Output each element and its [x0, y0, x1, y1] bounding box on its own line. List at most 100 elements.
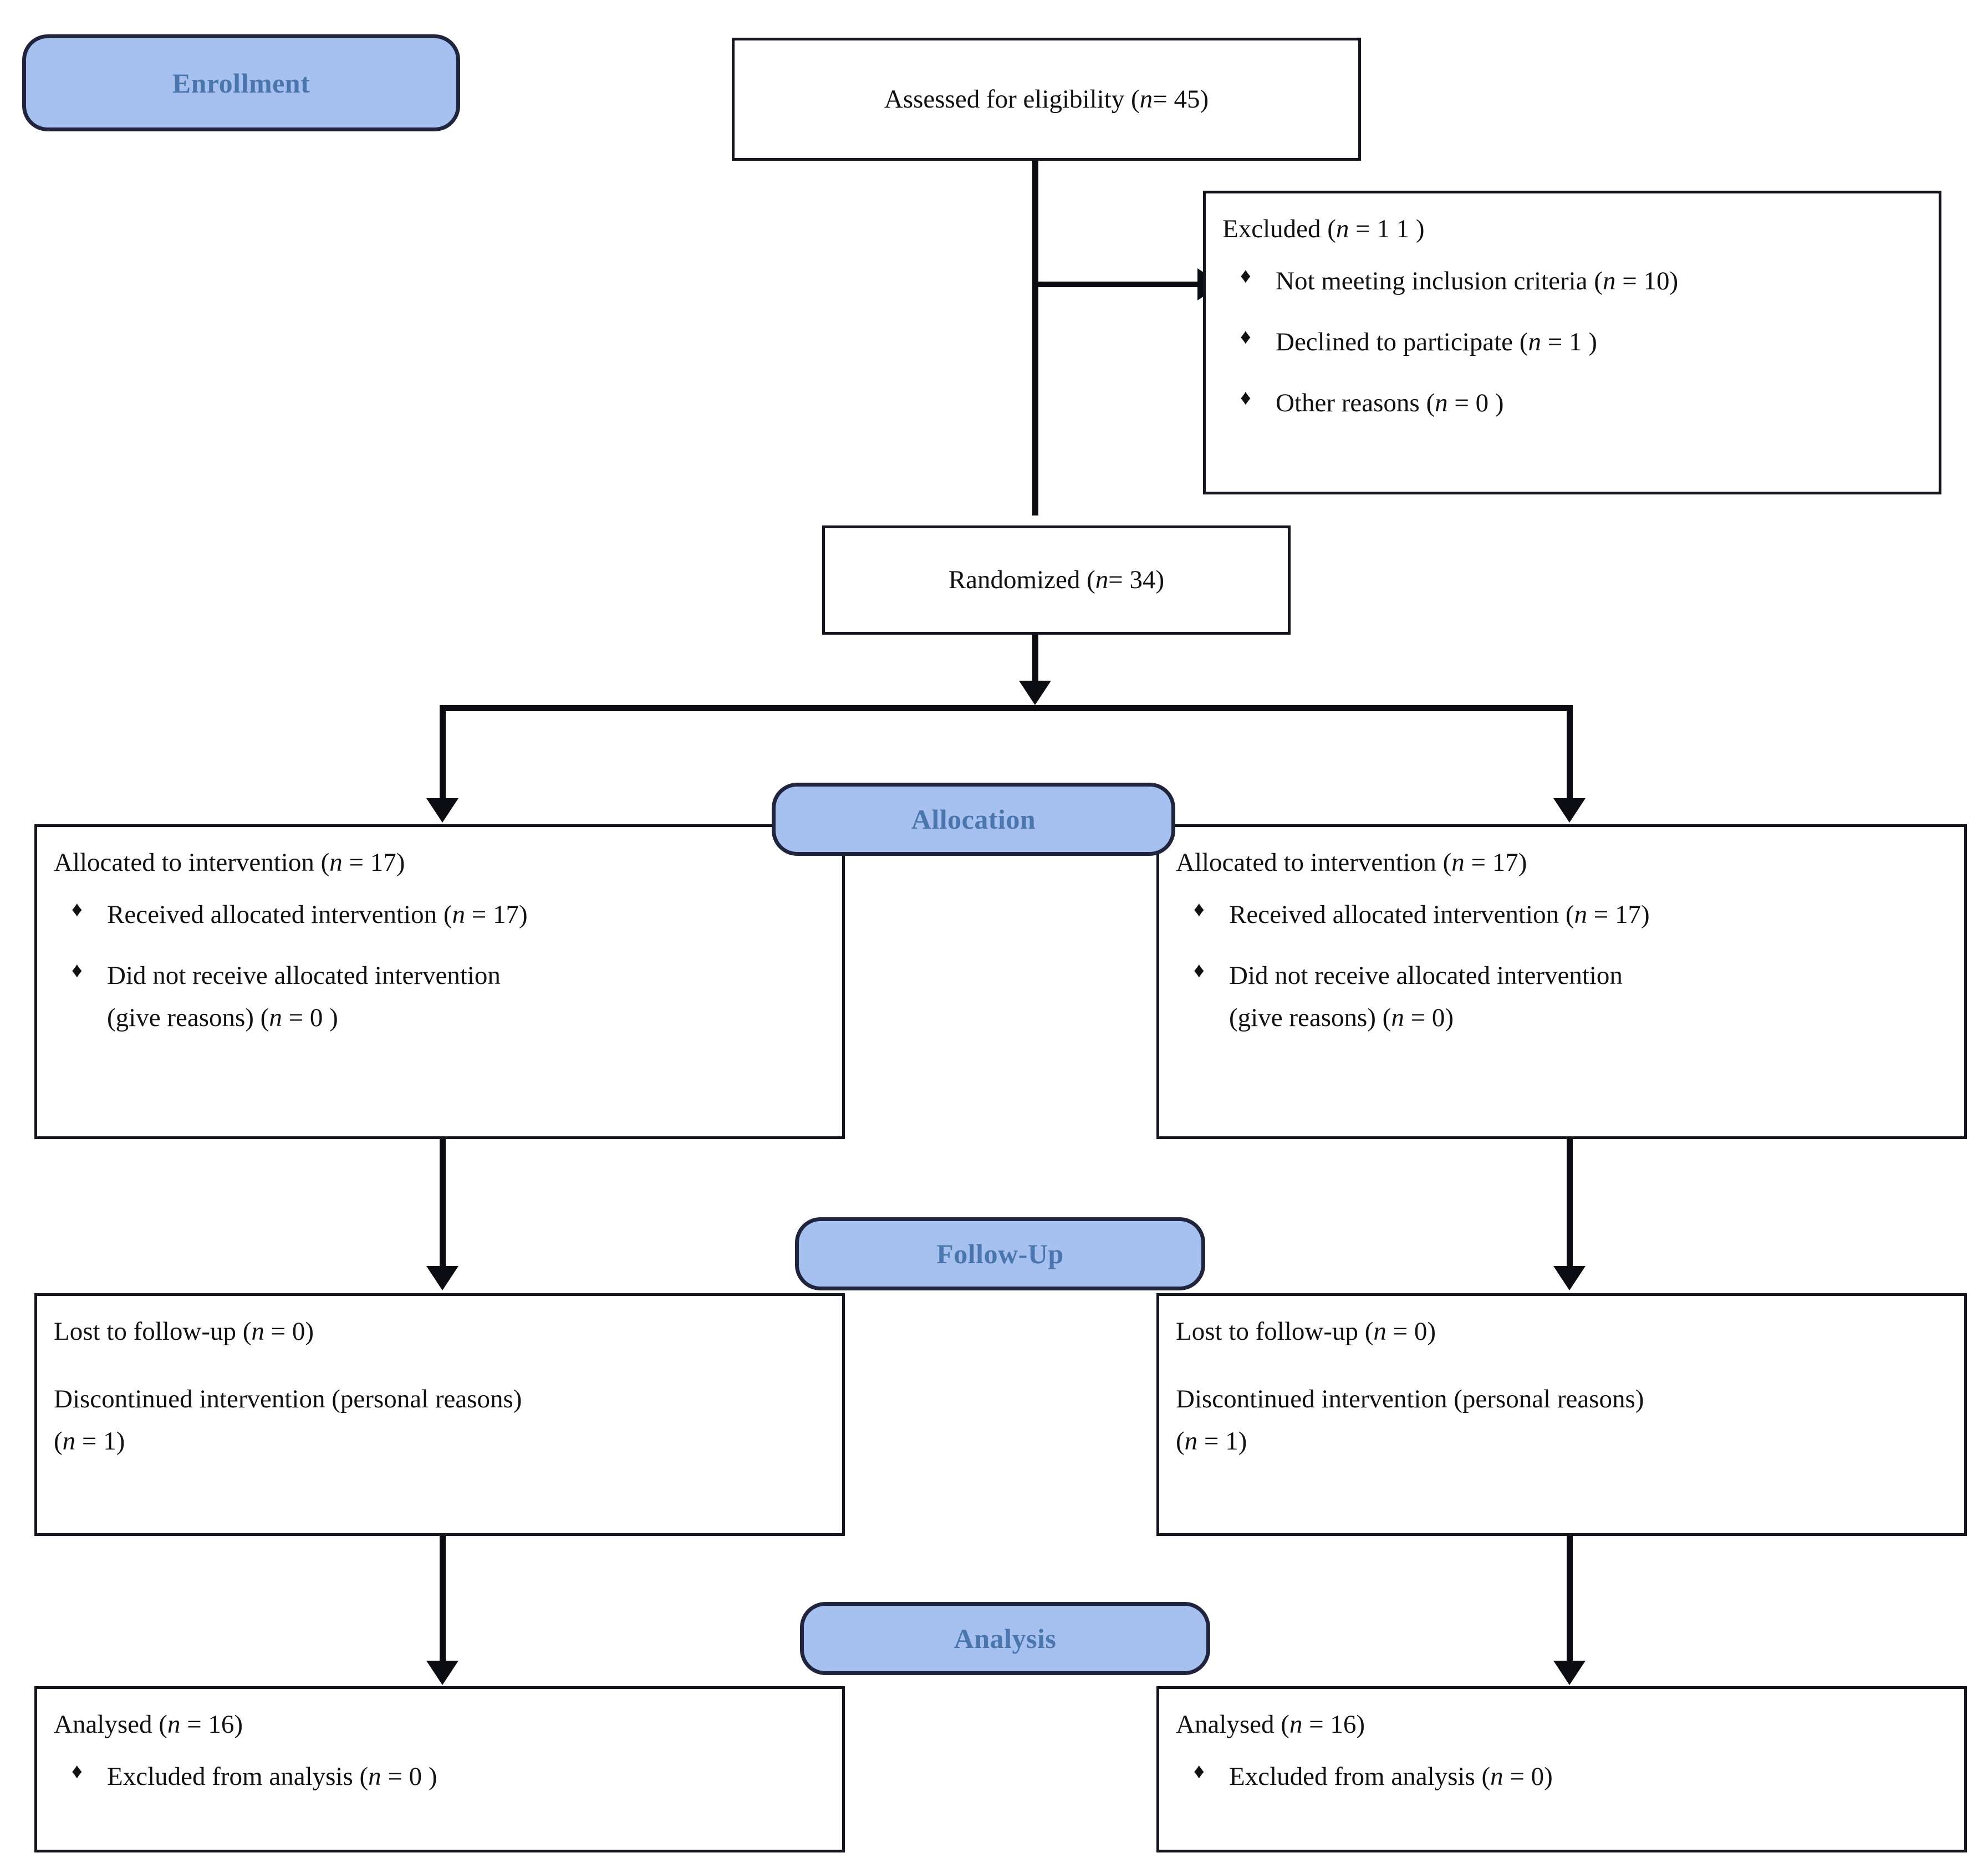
left-alloc-b0-pre: Received allocated intervention ( [107, 900, 452, 930]
connector-split-horizontal [440, 705, 1573, 711]
left-analysis-content: Analysed (n = 16) ♦Excluded from analysi… [37, 1689, 842, 1803]
left-allocation-content: Allocated to intervention (n = 17) ♦Rece… [37, 827, 842, 1045]
excluded-reason-1-pre: Declined to participate ( [1276, 328, 1528, 357]
right-lost-to-follow-up: Lost to follow-up (n = 0) [1176, 1310, 1948, 1352]
right-alloc-b1-line2-post: = 0) [1404, 1003, 1454, 1033]
right-disc-line1: Discontinued intervention (personal reas… [1176, 1385, 1644, 1414]
right-allocation-list: ♦Received allocated intervention (n = 17… [1176, 894, 1948, 1039]
right-analysis-content: Analysed (n = 16) ♦Excluded from analysi… [1159, 1689, 1964, 1803]
list-item: ♦Received allocated intervention (n = 17… [1194, 894, 1948, 936]
diamond-bullet-icon: ♦ [1240, 264, 1251, 288]
right-alloc-title-pre: Allocated to intervention ( [1176, 848, 1452, 877]
left-alloc-b1-line2-post: = 0 ) [282, 1003, 338, 1033]
italic-n: n [452, 900, 465, 930]
italic-n: n [1451, 848, 1465, 877]
connector-randomized-down [1032, 635, 1038, 682]
list-item: ♦Did not receive allocated intervention(… [72, 955, 825, 1039]
right-alloc-b1-line2-pre: (give reasons) ( [1229, 1003, 1391, 1033]
left-analysed-pre: Analysed ( [54, 1710, 167, 1739]
italic-n: n [329, 848, 343, 877]
stage-badge-analysis: Analysis [800, 1602, 1210, 1675]
right-lost-pre: Lost to follow-up ( [1176, 1317, 1374, 1346]
excluded-reasons-list: ♦Not meeting inclusion criteria (n = 10)… [1222, 260, 1922, 424]
arrowhead-left-analysis [426, 1661, 458, 1685]
diamond-bullet-icon: ♦ [1240, 325, 1251, 349]
stage-badge-follow-up: Follow-Up [795, 1217, 1205, 1290]
right-disc-line2-pre: ( [1176, 1427, 1185, 1456]
italic-n: n [62, 1427, 76, 1456]
left-allocation-title: Allocated to intervention (n = 17) [54, 841, 825, 884]
box-right-follow-up: Lost to follow-up (n = 0) Discontinued i… [1156, 1293, 1967, 1536]
excluded-title-post: = 1 1 ) [1349, 215, 1425, 243]
randomized-post: = 34) [1108, 565, 1165, 595]
excluded-reason-2-pre: Other reasons ( [1276, 389, 1435, 418]
left-analysis-list: ♦Excluded from analysis (n = 0 ) [54, 1755, 825, 1798]
box-right-allocation: Allocated to intervention (n = 17) ♦Rece… [1156, 824, 1967, 1139]
list-item: ♦Received allocated intervention (n = 17… [72, 894, 825, 936]
diamond-bullet-icon: ♦ [1194, 1760, 1205, 1784]
left-analysis-b0-pre: Excluded from analysis ( [107, 1762, 369, 1791]
list-item: ♦Not meeting inclusion criteria (n = 10) [1240, 260, 1922, 302]
diamond-bullet-icon: ♦ [1194, 959, 1205, 983]
list-item: ♦Excluded from analysis (n = 0) [1194, 1755, 1948, 1798]
left-lost-post: = 0) [264, 1317, 314, 1346]
stage-badge-analysis-label: Analysis [954, 1623, 1057, 1654]
right-lost-post: = 0) [1386, 1317, 1436, 1346]
italic-n: n [1528, 328, 1541, 357]
connector-assessed-to-randomized [1032, 161, 1038, 515]
box-assessed-for-eligibility: Assessed for eligibility (n = 45) [732, 38, 1361, 161]
italic-n: n [1602, 267, 1616, 296]
right-allocation-title: Allocated to intervention (n = 17) [1176, 841, 1948, 884]
right-discontinued: Discontinued intervention (personal reas… [1176, 1378, 1948, 1462]
arrowhead-right-allocation [1553, 798, 1586, 823]
randomized-text: Randomized (n = 34) [825, 528, 1288, 632]
italic-n-assessed: n [1139, 84, 1153, 114]
right-alloc-title-post: = 17) [1464, 848, 1527, 877]
stage-badge-allocation: Allocation [772, 783, 1175, 856]
italic-n: n [167, 1710, 181, 1739]
stage-badge-enrollment: Enrollment [22, 34, 460, 131]
italic-n: n [251, 1317, 264, 1346]
assessed-for-eligibility-text: Assessed for eligibility (n = 45) [735, 40, 1358, 158]
stage-badge-allocation-label: Allocation [911, 804, 1036, 835]
right-analysed-post: = 16) [1302, 1710, 1365, 1739]
assessed-label-pre: Assessed for eligibility ( [884, 84, 1140, 114]
list-item: ♦Did not receive allocated intervention(… [1194, 955, 1948, 1039]
excluded-reason-0-pre: Not meeting inclusion criteria ( [1276, 267, 1603, 296]
left-alloc-title-pre: Allocated to intervention ( [54, 848, 330, 877]
arrowhead-right-followup [1553, 1266, 1586, 1290]
italic-n: n [1289, 1710, 1303, 1739]
left-lost-to-follow-up: Lost to follow-up (n = 0) [54, 1310, 825, 1352]
connector-split-left-down [440, 705, 446, 802]
excluded-reason-2-post: = 0 ) [1447, 389, 1504, 418]
italic-n-excluded: n [1335, 215, 1349, 243]
italic-n: n [1373, 1317, 1386, 1346]
right-analysed-pre: Analysed ( [1176, 1710, 1289, 1739]
list-item: ♦Excluded from analysis (n = 0 ) [72, 1755, 825, 1798]
diamond-bullet-icon: ♦ [1194, 898, 1205, 922]
right-allocation-content: Allocated to intervention (n = 17) ♦Rece… [1159, 827, 1964, 1045]
connector-left-alloc-to-followup [440, 1139, 446, 1269]
list-item: ♦Other reasons (n = 0 ) [1240, 382, 1922, 424]
excluded-content: Excluded (n = 1 1 ) ♦ Not meeting inclusi… [1206, 193, 1939, 430]
box-left-follow-up: Lost to follow-up (n = 0) Discontinued i… [34, 1293, 845, 1536]
right-disc-line2-post: = 1) [1197, 1427, 1247, 1456]
italic-n: n [1184, 1427, 1198, 1456]
excluded-reason-1-post: = 1 ) [1541, 328, 1597, 357]
box-randomized: Randomized (n = 34) [822, 525, 1291, 635]
box-excluded: Excluded (n = 1 1 ) ♦ Not meeting inclusi… [1203, 191, 1941, 494]
left-lost-pre: Lost to follow-up ( [54, 1317, 252, 1346]
stage-badge-follow-up-label: Follow-Up [936, 1238, 1064, 1269]
arrowhead-randomized-split [1019, 681, 1051, 705]
list-item: ♦ Declined to participate (n = 1 ) [1240, 321, 1922, 363]
connector-assessed-to-excluded [1032, 282, 1204, 287]
right-analysed-title: Analysed (n = 16) [1176, 1703, 1948, 1745]
italic-n-randomized: n [1095, 565, 1109, 595]
excluded-title: Excluded (n = 1 1 ) [1222, 208, 1922, 250]
left-follow-up-content: Lost to follow-up (n = 0) Discontinued i… [37, 1296, 842, 1468]
stage-badge-enrollment-label: Enrollment [172, 67, 310, 99]
italic-n: n [1490, 1762, 1503, 1791]
arrowhead-right-analysis [1553, 1661, 1586, 1685]
left-disc-line2-post: = 1) [75, 1427, 125, 1456]
